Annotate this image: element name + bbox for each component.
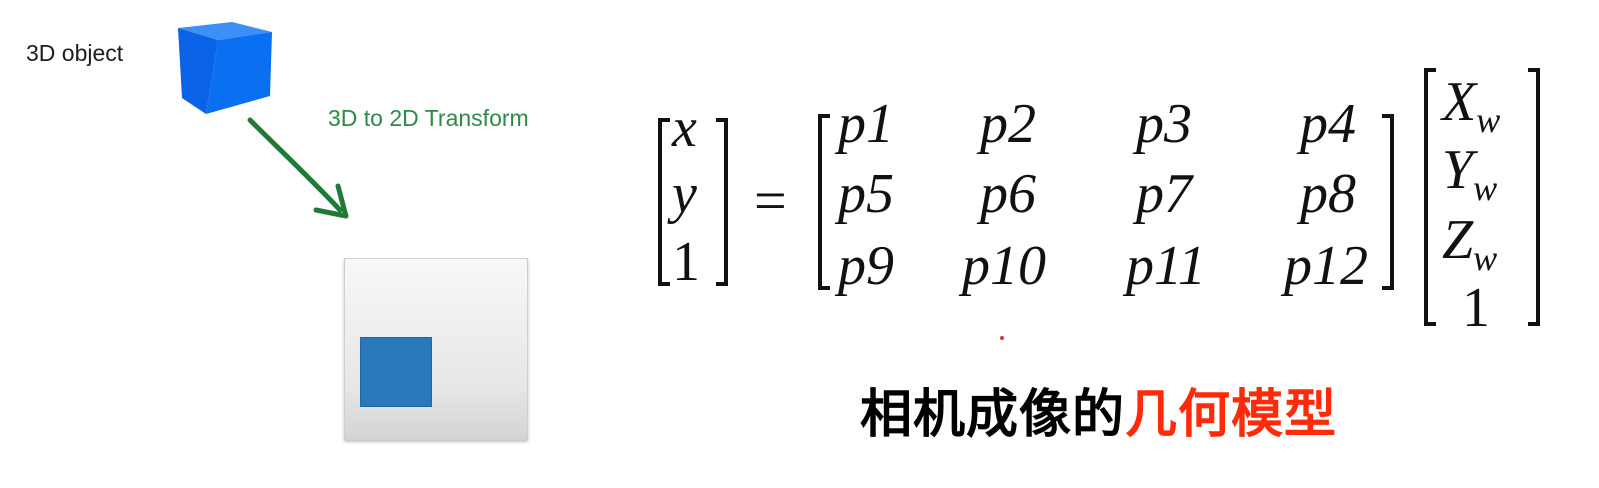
rhs-entry: Zw: [1442, 209, 1497, 278]
object-label: 3D object: [26, 40, 124, 66]
matrix-cell: p6: [976, 163, 1036, 225]
image-plane: [344, 258, 528, 440]
transform-label: 3D to 2D Transform: [328, 105, 529, 131]
matrix-brackets: [818, 114, 1394, 290]
rhs-entry: Yw: [1442, 139, 1497, 208]
matrix-cell: p5: [834, 163, 894, 225]
projection-equation: x y 1 = p1 p2 p3 p4 p5 p6 p7 p8 p9 p10 p…: [658, 68, 1540, 337]
lhs-entry: 1: [672, 231, 700, 293]
matrix-cell: p2: [976, 93, 1036, 155]
matrix-cell: p12: [1280, 235, 1368, 297]
matrix-cell: p4: [1296, 93, 1356, 155]
matrix-cell: p8: [1296, 163, 1356, 225]
caption-red-text: 几何模型: [1125, 385, 1338, 445]
rhs-entry: 1: [1462, 277, 1490, 337]
matrix-cell: p9: [834, 235, 894, 297]
matrix-cell: p10: [958, 235, 1046, 297]
matrix-cell: p11: [1122, 235, 1206, 297]
matrix-cell: p1: [834, 93, 894, 155]
projected-square: [360, 337, 432, 407]
red-dot: [1000, 336, 1004, 340]
matrix-cell: p3: [1132, 93, 1192, 155]
caption-black-text: 相机成像的: [860, 385, 1126, 445]
rhs-brackets: [1424, 68, 1540, 326]
caption: 相机成像的几何模型: [860, 372, 1337, 447]
lhs-entry: y: [667, 163, 697, 225]
arrow-icon: [247, 117, 349, 219]
cube-icon: [178, 22, 272, 114]
rhs-entry: Xw: [1440, 71, 1500, 140]
equals-sign: =: [754, 168, 787, 233]
matrix-cell: p7: [1132, 163, 1194, 225]
lhs-vector: [658, 118, 728, 286]
lhs-entry: x: [671, 97, 697, 159]
